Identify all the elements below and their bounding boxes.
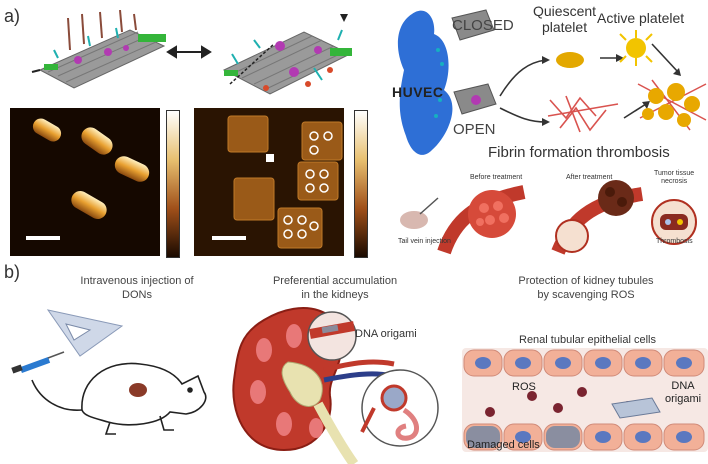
step3-caption: Protection of kidney tubules by scavengi… — [518, 275, 654, 301]
mouse-kidney — [129, 383, 147, 397]
double-arrow-icon — [166, 45, 212, 59]
active-platelet — [619, 30, 653, 66]
tumor-necrosis — [598, 180, 634, 216]
afm-colorbar — [354, 110, 368, 258]
closed-origami-tube — [31, 10, 166, 89]
dna-origami-2-label: DNA origami — [665, 380, 702, 405]
fibrin-label: Fibrin formation thrombosis — [488, 144, 670, 161]
fibrin-fibers — [547, 95, 619, 133]
panel-b-label: b) — [4, 262, 21, 282]
tubule-illustration — [462, 348, 708, 452]
huvec-label: HUVEC — [392, 84, 444, 100]
dna-origami-in-tubule — [611, 397, 661, 419]
mouse-outline — [31, 362, 207, 435]
thrombosis-label: Thrombosis — [656, 238, 693, 245]
renal-pelvis — [281, 361, 323, 407]
huvec-cell — [397, 10, 453, 155]
injection-illustration — [11, 309, 207, 435]
thrombus — [637, 79, 707, 131]
before-treatment-label: Before treatment — [470, 174, 523, 181]
dna-origami-structures — [31, 10, 352, 95]
mouse-icon — [400, 211, 428, 229]
afm-image-closed — [10, 108, 160, 256]
quiescent-platelet — [556, 52, 584, 68]
afm-colorbar — [166, 110, 180, 258]
dna-origami-label: DNA origami — [355, 328, 417, 340]
after-treatment-label: After treatment — [566, 174, 613, 181]
step2-caption: Preferential accumulation in the kidneys — [272, 275, 398, 301]
scale-bar — [26, 236, 60, 240]
tumor-before — [468, 190, 516, 238]
renal-cells-label: Renal tubular epithelial cells — [519, 334, 656, 346]
scale-bar — [212, 236, 246, 240]
active-platelet-label: Active platelet — [597, 10, 685, 26]
kidney-illustration — [232, 307, 439, 464]
panel-a-label: a) — [4, 6, 21, 26]
tail-vein-label: Tail vein injection — [398, 238, 451, 245]
platelet-mechanism-diagram — [397, 9, 707, 155]
syringe-icon — [11, 351, 65, 374]
open-origami-sheet — [222, 14, 352, 95]
tumor-necrosis-label: Tumor tissue necrosis — [654, 170, 695, 185]
quiescent-platelet-label: Quiescent platelet — [533, 3, 597, 35]
damaged-cells-label: Damaged cells — [467, 439, 540, 451]
closed-label: CLOSED — [452, 17, 514, 34]
tumor-treatment-diagram — [400, 180, 697, 255]
afm-image-open — [194, 108, 344, 256]
ros-label: ROS — [512, 381, 536, 393]
step1-caption: Intravenous injection of DONs — [80, 275, 194, 301]
open-label: OPEN — [453, 121, 496, 138]
